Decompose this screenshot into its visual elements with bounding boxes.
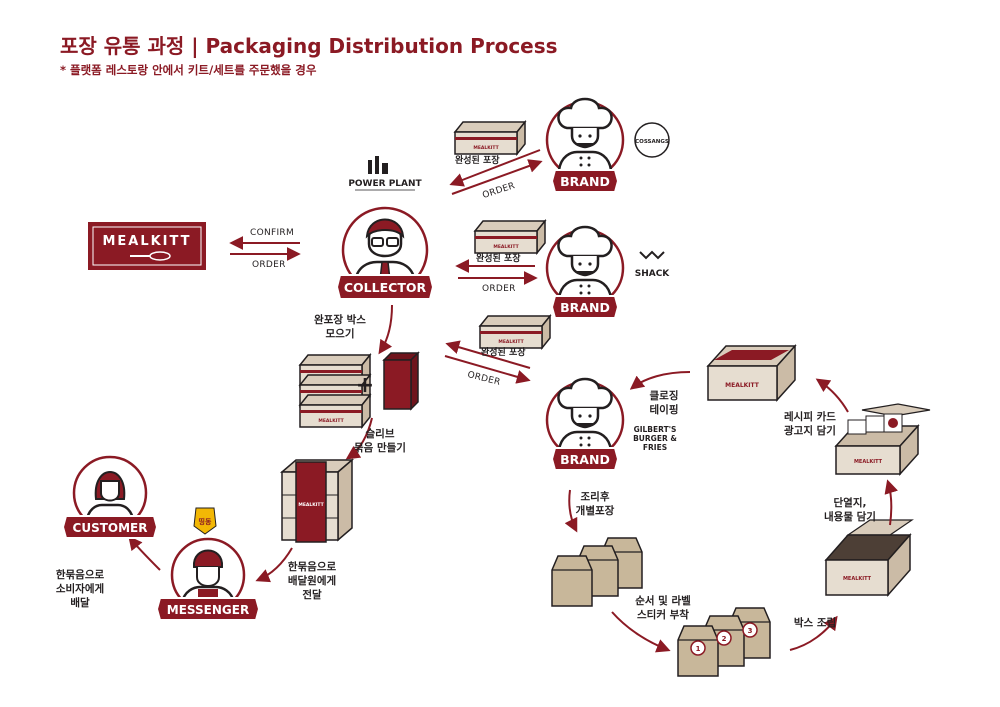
power-plant-text: POWER PLANT xyxy=(348,179,422,189)
brand-2-package-label: 완성된 포장 xyxy=(476,254,521,264)
closing-arrow xyxy=(629,371,691,390)
brand-2-package-box xyxy=(474,220,546,254)
brand-2-partner-logo: SHACK xyxy=(635,250,671,279)
bundled-package: MEALKITT xyxy=(279,458,355,543)
brand-3-package-arrow xyxy=(445,340,531,369)
bag-number-1: 1 xyxy=(696,645,701,653)
mealkitt-logo-text: MEALKITT xyxy=(102,234,191,249)
to-customer-arrow xyxy=(128,535,161,571)
brand-2-order-label: ORDER xyxy=(482,284,516,294)
bundled-package-text: MEALKITT xyxy=(298,502,324,508)
brand-1-partner-text: COSSANGS xyxy=(635,139,669,145)
filled-open-box-text: MEALKITT xyxy=(854,459,883,465)
brand-3-package-box xyxy=(479,315,551,349)
box-assembly-arrow xyxy=(789,615,838,651)
brand-3-package-label: 완성된 포장 xyxy=(481,348,526,358)
brand-1-chef-icon xyxy=(545,97,625,180)
bundle-step-label: 슬리브 묶음 만들기 xyxy=(354,428,406,454)
brand-3-banner: BRAND xyxy=(550,447,620,471)
bag-number-2: 2 xyxy=(722,635,727,643)
empty-open-box-text: MEALKITT xyxy=(843,576,872,582)
individual-pack-label: 조리후 개별포장 xyxy=(575,491,615,517)
messenger-banner: MESSENGER xyxy=(155,597,261,621)
brand-1-package-label: 완성된 포장 xyxy=(455,156,500,166)
closing-taping-label: 클로징 테이핑 xyxy=(649,390,679,416)
customer-label: CUSTOMER xyxy=(73,521,148,535)
brand-2-partner-text: SHACK xyxy=(635,269,671,279)
collect-arrow xyxy=(378,304,393,355)
customer-step-label: 한묶음으로 소비자에게 배달 xyxy=(55,569,105,609)
page-title: 포장 유통 과정 | Packaging Distribution Proces… xyxy=(60,34,558,58)
brand-3-label: BRAND xyxy=(560,452,610,467)
brand-3-chef-icon xyxy=(545,377,625,460)
bag-number-3: 3 xyxy=(748,627,753,635)
sleeve-box xyxy=(382,351,420,411)
closed-box: MEALKITT xyxy=(706,344,797,402)
collect-step-label: 완포장 박스 모으기 xyxy=(314,314,366,340)
brand-3-partner-logo: GILBERT'S BURGER & FRIES xyxy=(633,425,677,452)
brand-2-label: BRAND xyxy=(560,300,610,315)
bundle-arrow xyxy=(345,417,373,460)
filled-open-box: MEALKITT xyxy=(834,403,931,476)
box-assembly-label: 박스 조립 xyxy=(793,617,837,629)
labeled-bags: 1 2 3 xyxy=(677,607,771,677)
messenger-step-label: 한묶음으로 배달원에게 전달 xyxy=(287,561,337,601)
brand-2-chef-icon xyxy=(545,225,625,308)
brand-1-partner-logo: COSSANGS xyxy=(634,122,670,158)
page-subtitle: * 플랫폼 레스토랑 안에서 키트/세트를 주문했을 경우 xyxy=(60,63,317,77)
brand-2-banner: BRAND xyxy=(550,295,620,319)
customer-banner: CUSTOMER xyxy=(61,515,159,539)
order-label: ORDER xyxy=(252,260,286,270)
closed-box-text: MEALKITT xyxy=(725,382,760,389)
brand-1-banner: BRAND xyxy=(550,169,620,193)
customer-figure xyxy=(72,455,148,531)
brand-1-package-arrow xyxy=(449,149,541,187)
brand-3-order-arrow xyxy=(444,355,531,384)
collector-label: COLLECTOR xyxy=(344,280,427,295)
empty-open-box: MEALKITT xyxy=(824,519,914,597)
to-messenger-arrow xyxy=(255,547,293,583)
collector-banner: COLLECTOR xyxy=(335,274,435,300)
recipe-card-label: 레시피 카드 광고지 담기 xyxy=(784,411,836,437)
recipe-card-arrow xyxy=(815,378,849,413)
brand-1-order-arrow xyxy=(451,159,543,195)
insulation-arrow xyxy=(884,479,898,526)
brand-1-package-box xyxy=(454,121,526,155)
insulation-label: 단열지, 내용물 담기 xyxy=(824,497,876,523)
messenger-label: MESSENGER xyxy=(167,603,249,617)
delivery-badge-text: 띵동 xyxy=(199,517,212,526)
confirm-label: CONFIRM xyxy=(250,228,295,238)
sticker-arrow xyxy=(611,611,671,653)
individual-pack-arrow xyxy=(564,489,578,533)
plus-sign: + xyxy=(356,373,374,398)
brand-1-label: BRAND xyxy=(560,174,610,189)
sticker-step-label: 순서 및 라벨 스티커 부착 xyxy=(635,595,691,621)
mealkitt-logo: MEALKITT xyxy=(88,222,206,270)
power-plant-logo: POWER PLANT xyxy=(348,156,423,191)
delivery-badge: 띵동 xyxy=(193,507,217,535)
